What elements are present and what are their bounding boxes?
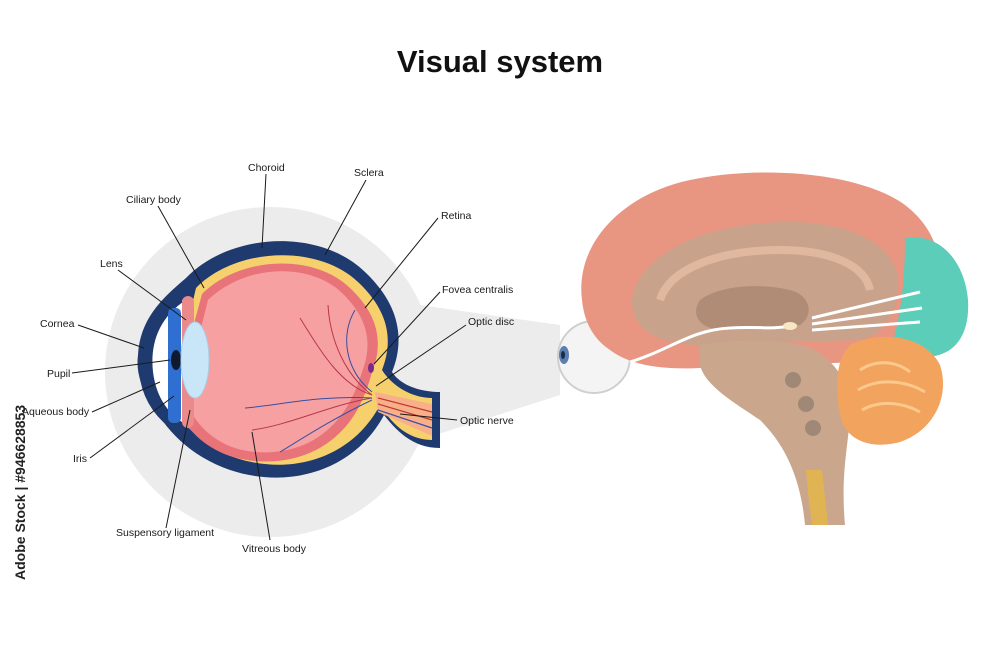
vitreous-body-shape	[184, 271, 368, 453]
label-optic-disc: Optic disc	[468, 316, 514, 328]
optic-radiation-2	[811, 306, 923, 326]
label-sclera: Sclera	[354, 167, 384, 179]
pons-node	[785, 372, 801, 388]
brainstem	[700, 340, 850, 525]
cerebellum-folia	[857, 361, 926, 414]
optic-radiation-3	[811, 320, 921, 332]
spinal-cord	[806, 470, 828, 525]
lateral-geniculate-nucleus	[783, 322, 797, 330]
fovea-centralis-dot	[368, 363, 374, 373]
label-pupil: Pupil	[47, 368, 70, 380]
eye-cross-section	[105, 207, 560, 537]
diagram-title: Visual system	[396, 44, 604, 79]
brain-sagittal-section	[581, 172, 969, 525]
medulla-node	[798, 396, 814, 412]
label-aqueous-body: Aqueous body	[22, 406, 90, 418]
retinal-blood-vessels	[244, 304, 373, 453]
label-fovea-centralis: Fovea centralis	[442, 284, 513, 296]
label-suspensory-ligament: Suspensory ligament	[116, 527, 214, 539]
medulla-node-lower	[805, 420, 821, 436]
label-vitreous-body: Vitreous body	[242, 543, 307, 555]
label-retina: Retina	[441, 210, 472, 222]
thalamus	[696, 286, 809, 330]
label-choroid: Choroid	[248, 162, 285, 174]
magnification-cone	[420, 305, 560, 440]
optic-radiation-1	[811, 290, 921, 320]
optic-pathway	[629, 324, 791, 364]
eye-labels: Choroid Sclera Ciliary body Retina Lens …	[22, 162, 514, 555]
label-optic-nerve: Optic nerve	[460, 415, 514, 427]
visual-cortex	[890, 237, 969, 356]
cerebellum	[837, 336, 944, 445]
label-ciliary-body: Ciliary body	[126, 194, 182, 206]
pupil-shape	[171, 350, 181, 370]
cornea-shape	[138, 287, 190, 433]
label-lens: Lens	[100, 258, 123, 270]
label-cornea: Cornea	[40, 318, 75, 330]
lens-shape	[180, 321, 210, 399]
stock-credit: Adobe Stock | #946628853	[12, 404, 28, 580]
corpus-callosum	[656, 245, 874, 302]
label-iris: Iris	[73, 453, 87, 465]
